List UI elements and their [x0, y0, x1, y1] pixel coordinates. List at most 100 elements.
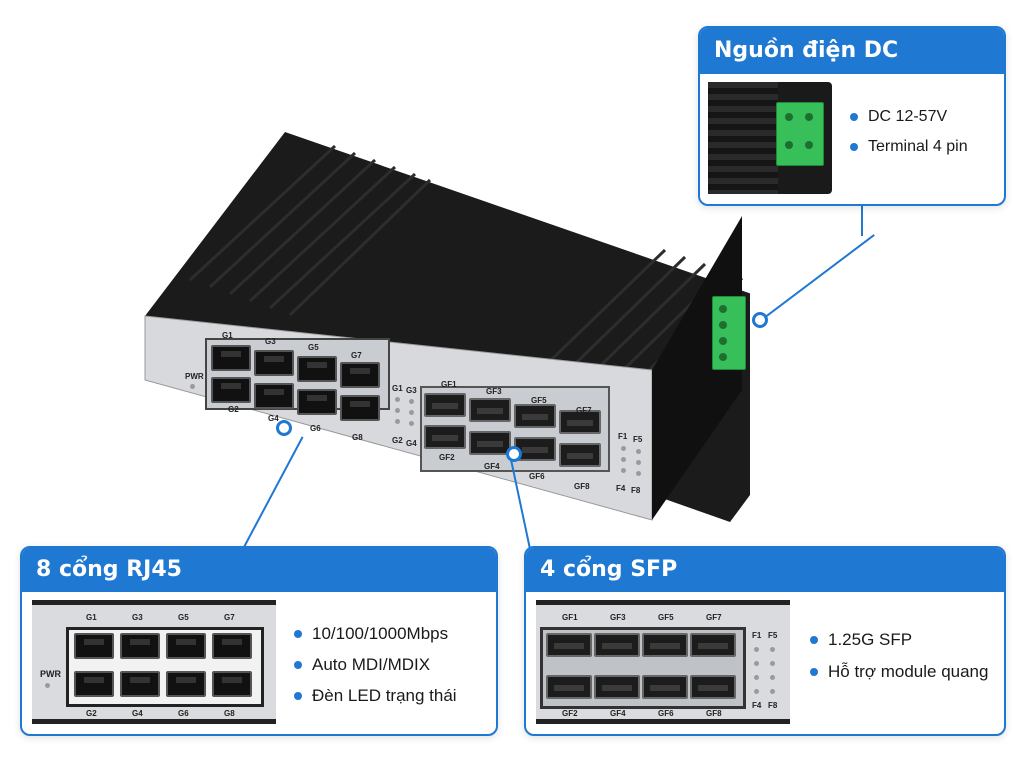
bullet-dot: [850, 113, 858, 121]
device-label-gf8: GF8: [574, 482, 590, 491]
device-label-g7: G7: [351, 351, 362, 360]
bullet-item: Terminal 4 pin: [850, 132, 968, 162]
device-port-gf8[interactable]: [559, 443, 601, 467]
closeup-label-g2: G2: [86, 709, 97, 718]
device-label-gf2: GF2: [439, 453, 455, 462]
closeup-port-g1: [74, 633, 114, 659]
closeup-port-gf1: [546, 633, 592, 657]
device-led: [395, 408, 400, 413]
closeup-led: [770, 675, 775, 680]
device-port-g3[interactable]: [254, 350, 294, 376]
closeup-port-g7: [212, 633, 252, 659]
closeup-port-g4: [120, 671, 160, 697]
device-port-gf5[interactable]: [514, 404, 556, 428]
closeup-port-gf7: [690, 633, 736, 657]
closeup-label-g6: G6: [178, 709, 189, 718]
chassis-side: [652, 216, 742, 520]
closeup-label-gf2: GF2: [562, 709, 578, 718]
closeup-led-label-f4: F4: [752, 701, 762, 710]
device-label-gf6: GF6: [529, 472, 545, 481]
device-port-gf2[interactable]: [424, 425, 466, 449]
callout-rj45-bullets: 10/100/1000Mbps Auto MDI/MDIX Đèn LED tr…: [294, 618, 457, 711]
closeup-port-g5: [166, 633, 206, 659]
device-label-g1: G1: [222, 331, 233, 340]
device-led-label-g1: G1: [392, 384, 403, 393]
closeup-led: [754, 661, 759, 666]
device-port-g7[interactable]: [340, 362, 380, 388]
closeup-label-gf7: GF7: [706, 613, 722, 622]
device-port-gf7[interactable]: [559, 410, 601, 434]
callout-power: Nguồn điện DC DC 12-57V Terminal 4 pin: [698, 26, 1006, 206]
device-label-g4: G4: [268, 414, 279, 423]
callout-power-title: Nguồn điện DC: [700, 28, 1004, 74]
closeup-led: [770, 689, 775, 694]
sfp-closeup: GF1 GF3 GF5 GF7 GF2 GF4 GF6 GF8 F1 F5 F4…: [536, 600, 790, 724]
device-port-g6[interactable]: [297, 389, 337, 415]
closeup-led: [770, 647, 775, 652]
closeup-led-label-f5: F5: [768, 631, 778, 640]
device-led: [636, 449, 641, 454]
device-label-g8: G8: [352, 433, 363, 442]
bullet-dot: [810, 636, 818, 644]
bullet-item: Đèn LED trạng thái: [294, 680, 457, 711]
device-label-g5: G5: [308, 343, 319, 352]
closeup-port-gf3: [594, 633, 640, 657]
device-port-gf1[interactable]: [424, 393, 466, 417]
device-port-g1[interactable]: [211, 345, 251, 371]
device-port-g2[interactable]: [211, 377, 251, 403]
device-port-g8[interactable]: [340, 395, 380, 421]
switch-chassis: [144, 132, 750, 522]
closeup-port-gf6: [642, 675, 688, 699]
device-label-g3: G3: [265, 337, 276, 346]
bullet-item: 10/100/1000Mbps: [294, 618, 457, 649]
connector-ring-rj45: [276, 420, 292, 436]
device-led: [395, 397, 400, 402]
closeup-led: [754, 675, 759, 680]
callout-power-image: [708, 82, 832, 194]
device-led: [409, 410, 414, 415]
device-label-g2: G2: [228, 405, 239, 414]
closeup-label-g7: G7: [224, 613, 235, 622]
device-led-label-f1: F1: [618, 432, 628, 441]
closeup-label-gf3: GF3: [610, 613, 626, 622]
device-led: [395, 419, 400, 424]
closeup-label-g4: G4: [132, 709, 143, 718]
bullet-dot: [294, 691, 302, 700]
bullet-item: Auto MDI/MDIX: [294, 649, 457, 680]
closeup-led: [754, 647, 759, 652]
device-port-gf4[interactable]: [469, 431, 511, 455]
closeup-label-gf1: GF1: [562, 613, 578, 622]
device-power-terminal[interactable]: [712, 296, 746, 370]
device-port-g4[interactable]: [254, 383, 294, 409]
closeup-port-gf5: [642, 633, 688, 657]
closeup-port-g6: [166, 671, 206, 697]
device-label-gf4: GF4: [484, 462, 500, 471]
device-label-g6: G6: [310, 424, 321, 433]
bullet-dot: [294, 660, 302, 669]
connector-ring-sfp: [506, 446, 522, 462]
device-port-gf3[interactable]: [469, 398, 511, 422]
callout-sfp: 4 cổng SFP GF1 GF3 GF5 GF7 GF2 GF4 GF6 G…: [524, 546, 1006, 736]
callout-rj45-title: 8 cổng RJ45: [22, 548, 496, 592]
device-port-g5[interactable]: [297, 356, 337, 382]
callout-rj45: 8 cổng RJ45 PWR G1 G3 G5 G7 G2 G4 G6 G8 …: [20, 546, 498, 736]
device-led: [636, 460, 641, 465]
device-led-label-f8: F8: [631, 486, 641, 495]
device-led: [621, 468, 626, 473]
bullet-item: 1.25G SFP: [810, 624, 988, 656]
device-led: [636, 471, 641, 476]
device-led: [409, 421, 414, 426]
bullet-dot: [810, 668, 818, 676]
closeup-label-gf4: GF4: [610, 709, 626, 718]
device-label-gf7: GF7: [576, 406, 592, 415]
closeup-port-g3: [120, 633, 160, 659]
device-led-label-g2: G2: [392, 436, 403, 445]
device-led-label-f5: F5: [633, 435, 643, 444]
closeup-port-g8: [212, 671, 252, 697]
closeup-led-label-f1: F1: [752, 631, 762, 640]
device-led: [409, 399, 414, 404]
closeup-label-gf8: GF8: [706, 709, 722, 718]
connector-power-vertical: [861, 206, 863, 236]
device-led-label-g3: G3: [406, 386, 417, 395]
device-label-gf5: GF5: [531, 396, 547, 405]
